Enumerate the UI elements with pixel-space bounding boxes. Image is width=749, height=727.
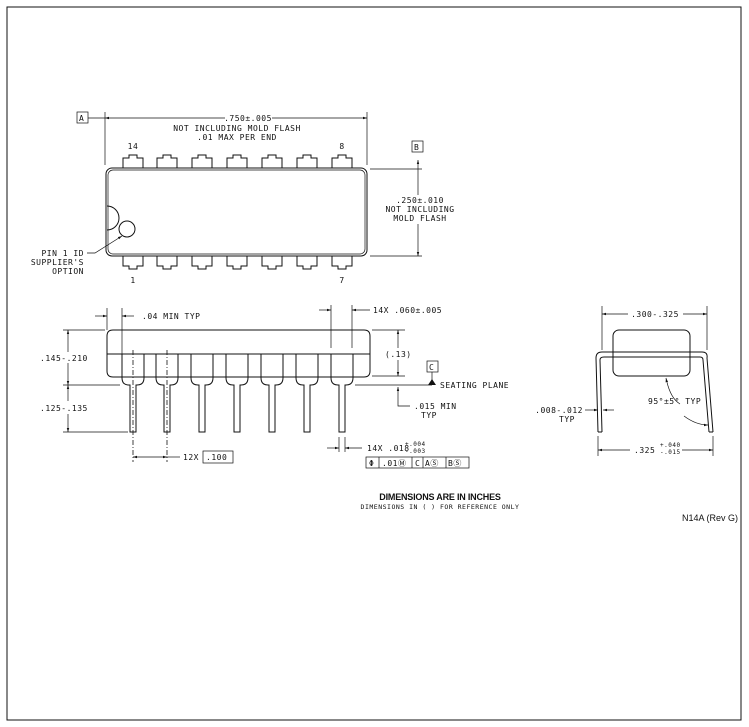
side-pin xyxy=(330,354,354,433)
side-pin xyxy=(190,354,214,433)
side-view: .04 MIN TYP 14X .060±.005 .145-.210 .125… xyxy=(40,305,509,469)
svg-text:C: C xyxy=(415,459,420,468)
svg-text:+.004: +.004 xyxy=(405,441,426,448)
drawing-frame xyxy=(6,6,742,721)
top-pin xyxy=(331,154,353,168)
svg-text:TYP: TYP xyxy=(559,415,575,424)
svg-text:B: B xyxy=(414,143,419,152)
svg-text:NOT INCLUDING MOLD FLASH: NOT INCLUDING MOLD FLASH xyxy=(173,124,301,133)
top-pin xyxy=(191,154,213,168)
svg-text:C: C xyxy=(429,363,434,372)
svg-text:.008-.012: .008-.012 xyxy=(535,406,583,415)
bottom-pin xyxy=(226,256,248,270)
svg-text:NOT INCLUDING: NOT INCLUDING xyxy=(385,205,454,214)
svg-text:A: A xyxy=(79,114,84,123)
svg-text:.750±.005: .750±.005 xyxy=(224,114,272,123)
svg-text:95°±5° TYP: 95°±5° TYP xyxy=(648,397,701,406)
top-pin xyxy=(156,154,178,168)
end-view: .300-.325 95°±5° TYP .008-.012 TYP .325 … xyxy=(535,306,714,456)
top-pin xyxy=(261,154,283,168)
svg-text:.100: .100 xyxy=(206,453,227,462)
svg-text:.300-.325: .300-.325 xyxy=(631,310,679,319)
top-pin xyxy=(226,154,248,168)
notes: DIMENSIONS ARE IN INCHES DIMENSIONS IN (… xyxy=(361,492,738,523)
svg-text:.250±.010: .250±.010 xyxy=(396,196,444,205)
svg-text:(.13): (.13) xyxy=(385,350,412,359)
svg-text:MOLD FLASH: MOLD FLASH xyxy=(393,214,446,223)
bottom-pin xyxy=(331,256,353,270)
reference-note: DIMENSIONS IN ( ) FOR REFERENCE ONLY xyxy=(361,503,520,511)
svg-text:TYP: TYP xyxy=(421,411,437,420)
side-pin xyxy=(225,354,249,433)
svg-text:.145-.210: .145-.210 xyxy=(40,354,88,363)
svg-text:PIN 1 ID: PIN 1 ID xyxy=(41,249,84,258)
svg-text:-.003: -.003 xyxy=(405,448,426,455)
bottom-pin xyxy=(191,256,213,270)
svg-text:1: 1 xyxy=(130,276,135,285)
top-view: A .750±.005 NOT INCLUDING MOLD FLASH .01… xyxy=(31,111,454,285)
bottom-pin xyxy=(156,256,178,270)
top-pin xyxy=(296,154,318,168)
svg-text:8: 8 xyxy=(339,142,344,151)
svg-text:OPTION: OPTION xyxy=(52,267,84,276)
package-body-outline xyxy=(105,167,368,257)
datum-b-box: B xyxy=(411,140,424,153)
bottom-pin xyxy=(261,256,283,270)
svg-text:.01 MAX PER END: .01 MAX PER END xyxy=(197,133,277,142)
svg-text:7: 7 xyxy=(339,276,344,285)
side-pin xyxy=(260,354,284,433)
pin1-dot xyxy=(118,220,136,238)
svg-text:14: 14 xyxy=(128,142,139,151)
feature-control-frame: Φ .01Ⓜ C AⓈ BⓈ xyxy=(365,456,470,469)
svg-text:.04 MIN TYP: .04 MIN TYP xyxy=(142,312,200,321)
pin1-notch xyxy=(106,205,120,231)
side-pin xyxy=(295,354,319,433)
svg-text:14X .060±.005: 14X .060±.005 xyxy=(373,306,442,315)
drawing-id: N14A (Rev G) xyxy=(682,513,738,523)
svg-text:.325: .325 xyxy=(634,446,655,455)
side-pins xyxy=(121,354,354,433)
svg-text:BⓈ: BⓈ xyxy=(448,459,462,468)
svg-text:.01Ⓜ: .01Ⓜ xyxy=(382,459,406,468)
svg-text:Φ: Φ xyxy=(369,459,374,468)
bottom-pin xyxy=(296,256,318,270)
end-body xyxy=(612,329,691,377)
datum-a-box: A xyxy=(76,111,89,124)
units-note: DIMENSIONS ARE IN INCHES xyxy=(379,492,501,502)
svg-text:AⓈ: AⓈ xyxy=(425,459,439,468)
svg-text:.125-.135: .125-.135 xyxy=(40,404,88,413)
top-pin xyxy=(122,154,144,168)
bottom-pin xyxy=(122,256,144,270)
svg-text:+.040: +.040 xyxy=(660,442,681,449)
side-body xyxy=(106,329,371,378)
svg-text:SUPPLIER'S: SUPPLIER'S xyxy=(31,258,84,267)
svg-text:12X: 12X xyxy=(183,453,199,462)
svg-text:14X .018: 14X .018 xyxy=(367,444,410,453)
top-pins xyxy=(122,154,353,270)
svg-text:-.015: -.015 xyxy=(660,449,681,456)
datum-c-box: C xyxy=(426,360,439,373)
basic-dim-box xyxy=(202,450,234,464)
svg-text:SEATING PLANE: SEATING PLANE xyxy=(440,381,509,390)
svg-text:.015 MIN: .015 MIN xyxy=(414,402,457,411)
